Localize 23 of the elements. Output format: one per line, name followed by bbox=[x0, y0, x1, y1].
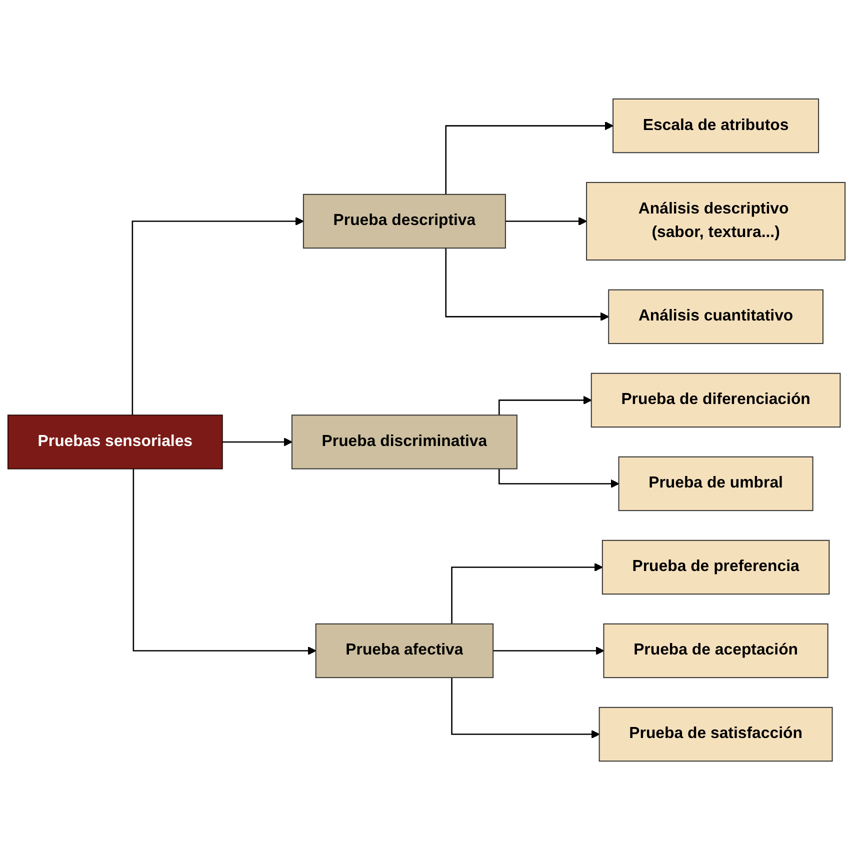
node-box: Pruebas sensoriales bbox=[7, 415, 223, 470]
node-box: Prueba de satisfacción bbox=[598, 707, 833, 762]
arrow bbox=[445, 122, 614, 195]
node-box: Prueba descriptiva bbox=[302, 194, 506, 250]
node-box: Prueba de diferenciación bbox=[590, 373, 841, 428]
arrow bbox=[504, 217, 587, 226]
node-box: Prueba discriminativa bbox=[291, 415, 518, 470]
arrow bbox=[445, 248, 609, 322]
arrow bbox=[451, 678, 600, 740]
arrow bbox=[451, 563, 603, 624]
arrow bbox=[492, 646, 604, 656]
node-box: Prueba de aceptación bbox=[603, 624, 828, 679]
arrow bbox=[498, 469, 620, 489]
arrow bbox=[222, 438, 292, 447]
node-box: Análisis cuantitativo bbox=[608, 290, 824, 344]
arrow bbox=[132, 217, 304, 416]
node-box: Análisis descriptivo (sabor, textura...) bbox=[586, 182, 846, 261]
node-box: Escala de atributos bbox=[612, 98, 820, 154]
node-box: Prueba de preferencia bbox=[602, 540, 830, 596]
arrow bbox=[498, 396, 592, 416]
arrow bbox=[132, 469, 316, 656]
node-box: Prueba afectiva bbox=[315, 624, 494, 679]
node-box: Prueba de umbral bbox=[618, 456, 814, 512]
